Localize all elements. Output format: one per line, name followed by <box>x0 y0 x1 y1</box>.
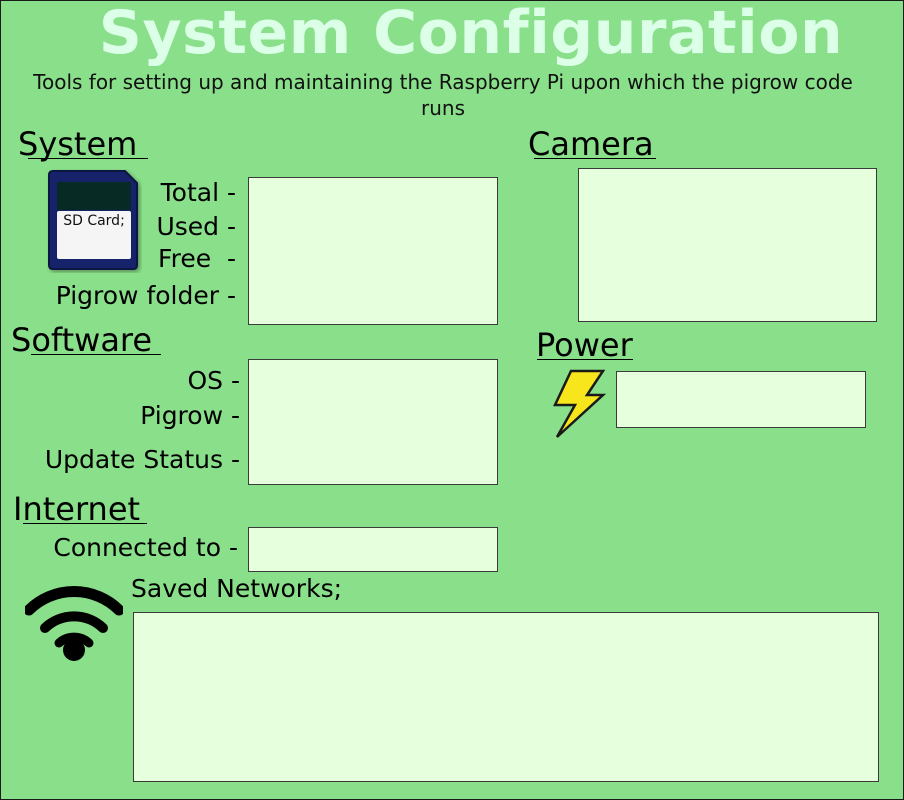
wifi-icon <box>25 577 123 665</box>
used-label: Used - <box>156 212 236 241</box>
internet-heading: Internet <box>13 490 141 528</box>
lightning-bolt-icon <box>549 369 609 441</box>
pigrow-version-label: Pigrow - <box>140 401 240 430</box>
total-label: Total - <box>160 178 236 207</box>
system-heading-underline <box>28 158 148 159</box>
page-title: System Configuration <box>98 0 844 68</box>
sd-card-label: SD Card; <box>63 213 125 229</box>
camera-heading: Camera <box>528 125 654 163</box>
saved-networks-label: Saved Networks; <box>131 574 343 603</box>
power-heading-underline <box>537 359 633 360</box>
software-info-box <box>248 359 498 485</box>
software-heading: Software <box>11 321 153 359</box>
connected-network-box <box>248 527 498 572</box>
system-info-box <box>248 177 498 325</box>
system-heading: System <box>18 125 138 163</box>
camera-info-box <box>578 168 877 322</box>
update-status-label: Update Status - <box>44 445 240 474</box>
power-heading: Power <box>536 326 633 364</box>
camera-heading-underline <box>534 158 656 159</box>
free-label: Free - <box>158 244 236 273</box>
os-label: OS - <box>187 366 240 395</box>
sd-card-icon: SD Card; <box>47 169 142 273</box>
connected-to-label: Connected to - <box>53 533 238 562</box>
power-info-box <box>616 371 866 428</box>
pigrow-folder-label: Pigrow folder - <box>55 281 236 310</box>
page-subtitle: Tools for setting up and maintaining the… <box>33 70 853 120</box>
internet-heading-underline <box>23 523 147 524</box>
saved-networks-box <box>133 612 879 782</box>
software-heading-underline <box>31 354 161 355</box>
